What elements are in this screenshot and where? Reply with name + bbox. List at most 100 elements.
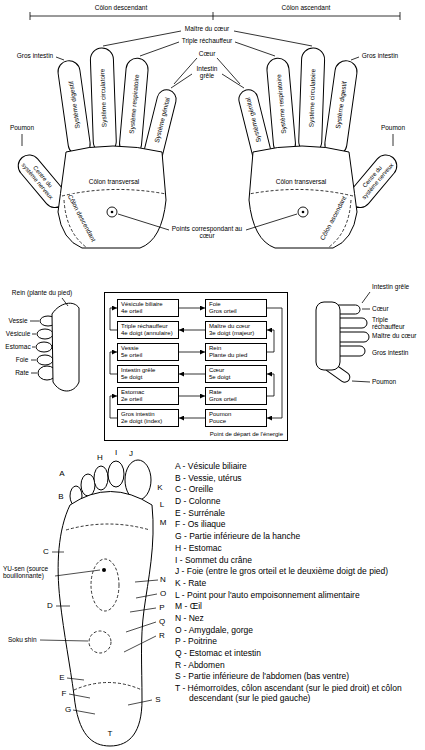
key-entry: M - Œil bbox=[175, 601, 421, 611]
energy-flow-arrow bbox=[179, 418, 205, 419]
finger-toe-name: 3e doigt (majeur) bbox=[209, 330, 263, 337]
leader-line bbox=[30, 321, 39, 373]
key-entry: B - Vessie, utérus bbox=[175, 473, 421, 483]
foot-letter: H bbox=[97, 454, 103, 463]
key-entry: A - Vésicule biliaire bbox=[175, 461, 421, 471]
sole-outline bbox=[58, 492, 153, 747]
hand-label: Triple réchauffeur bbox=[372, 316, 420, 330]
acupoint bbox=[102, 568, 106, 572]
foot-letter: E bbox=[59, 674, 64, 683]
hand-label: Intestin grêle bbox=[372, 283, 409, 290]
foot-label: Foie bbox=[16, 356, 29, 363]
organ-name: Rein bbox=[209, 345, 263, 352]
meridian-label: Maître du cœur bbox=[185, 25, 229, 32]
foot-letter: T bbox=[108, 730, 113, 739]
foot-label: Rate bbox=[15, 369, 29, 376]
organ-name: Gros intestin bbox=[121, 411, 175, 418]
finger-toe-name: Pouce bbox=[209, 418, 263, 425]
key-entry: E - Surrénale bbox=[175, 508, 421, 518]
leader-line bbox=[103, 31, 312, 46]
region-bracket bbox=[30, 12, 400, 20]
finger-label: Système génital bbox=[153, 96, 171, 143]
organ-name: Intestin grêle bbox=[121, 367, 175, 374]
energy-flow-arrow bbox=[179, 374, 205, 375]
foot-letter: S bbox=[155, 696, 160, 705]
finger-label: Système circulatoire bbox=[307, 69, 316, 128]
key-entry: N - Nez bbox=[175, 613, 421, 623]
foot-letter: M bbox=[160, 519, 167, 528]
meridian-label: Poumon bbox=[381, 124, 405, 131]
meridian-box: PoumonPouce bbox=[205, 409, 267, 427]
foot-letter: K bbox=[157, 484, 162, 493]
key-entry: J - Foie (entre le gros orteil et le deu… bbox=[175, 566, 421, 576]
key-entry: P - Poitrine bbox=[175, 636, 421, 646]
palm-outline bbox=[316, 302, 340, 370]
leader-line bbox=[55, 570, 100, 576]
meridian-label: Gros intestin bbox=[17, 52, 54, 59]
toe-outline bbox=[37, 329, 53, 339]
hand-label: Gros intestin bbox=[372, 349, 409, 356]
point-label: Points correspondant au cœur bbox=[171, 225, 243, 239]
foot-label: Estomac bbox=[5, 343, 30, 350]
foot-label: Vessie bbox=[8, 317, 27, 324]
palm-label: Côlon ascendant bbox=[318, 195, 347, 241]
foot-letter: P bbox=[159, 604, 164, 613]
palm-label: Côlon transversal bbox=[89, 178, 140, 185]
energy-flow-arrow bbox=[267, 308, 282, 418]
energy-flow-arrow bbox=[267, 330, 274, 352]
finger-label: Système génital bbox=[244, 96, 262, 143]
energy-flow-arrow bbox=[179, 352, 205, 353]
cycle-frame: Point de départ de l'énergie Vésicule bil… bbox=[104, 292, 288, 441]
foot-letter: G bbox=[65, 706, 71, 715]
meridian-label: Triple réchauffeur bbox=[182, 37, 233, 44]
foot-letter: C bbox=[43, 548, 49, 557]
start-note: Point de départ de l'énergie bbox=[210, 431, 283, 438]
foot-letter: F bbox=[62, 690, 67, 699]
toe-outline bbox=[37, 355, 53, 365]
leader-line bbox=[124, 580, 158, 705]
meridian-label: Gros intestin bbox=[362, 52, 399, 59]
finger-label: Système respiratoire bbox=[128, 74, 140, 134]
energy-flow-arrow bbox=[110, 308, 117, 330]
key-entry: S - Partie inférieure de l'abdomen (bas … bbox=[175, 671, 421, 681]
finger-toe-name: 4e orteil bbox=[121, 308, 175, 315]
organ-name: Vésicule biliaire bbox=[121, 301, 175, 308]
organ-name: Maître du cœur bbox=[209, 323, 263, 330]
region-label: Côlon ascendant bbox=[282, 4, 331, 11]
finger-toe-name: 2e orteil bbox=[121, 396, 175, 403]
point-label: Soku shin bbox=[8, 636, 37, 643]
key-entry: I - Sommet du crâne bbox=[175, 555, 421, 565]
energy-flow-arrow bbox=[179, 308, 205, 309]
finger-toe-name: Gros orteil bbox=[209, 396, 263, 403]
finger-label: Centre du système nerveux bbox=[20, 156, 61, 201]
organ-name: Rate bbox=[209, 389, 263, 396]
region-label: Côlon descendant bbox=[95, 4, 147, 11]
meridian-label: Cœur bbox=[199, 50, 216, 57]
foot-letter: N bbox=[160, 576, 166, 585]
finger-label: Système digestif bbox=[67, 81, 81, 129]
toe-outline bbox=[36, 342, 52, 352]
key-entry: D - Colonne bbox=[175, 496, 421, 506]
palm-label: Côlon descendant bbox=[67, 193, 98, 243]
reflex-zone bbox=[66, 524, 150, 530]
organ-name: Poumon bbox=[209, 411, 263, 418]
reflex-zone bbox=[91, 559, 119, 611]
leader-line bbox=[22, 134, 393, 146]
finger-label: Système digestif bbox=[334, 81, 348, 129]
meridian-box: Triple réchauffeur4e doigt (annulaire) bbox=[117, 321, 179, 339]
toe-outline bbox=[81, 474, 95, 496]
key-entry: G - Partie inférieure de la hanche bbox=[175, 531, 421, 541]
key-entry: Q - Estomac et intestin bbox=[175, 648, 421, 658]
finger-toe-name: Plante du pied bbox=[209, 352, 263, 359]
hand-label: Poumon bbox=[372, 378, 396, 385]
hand-label: Cœur bbox=[372, 305, 389, 312]
meridian-box: Cœur5e doigt bbox=[205, 365, 267, 383]
foot-letter: B bbox=[58, 493, 63, 502]
foot-letter: D bbox=[47, 602, 53, 611]
meridian-box: FoieGros orteil bbox=[205, 299, 267, 317]
key-entry: R - Abdomen bbox=[175, 660, 421, 670]
hand-label: Maître du cœur bbox=[372, 332, 416, 339]
finger-toe-name: 5e orteil bbox=[121, 352, 175, 359]
foot-label: Rein (plante du pied) bbox=[12, 289, 72, 296]
